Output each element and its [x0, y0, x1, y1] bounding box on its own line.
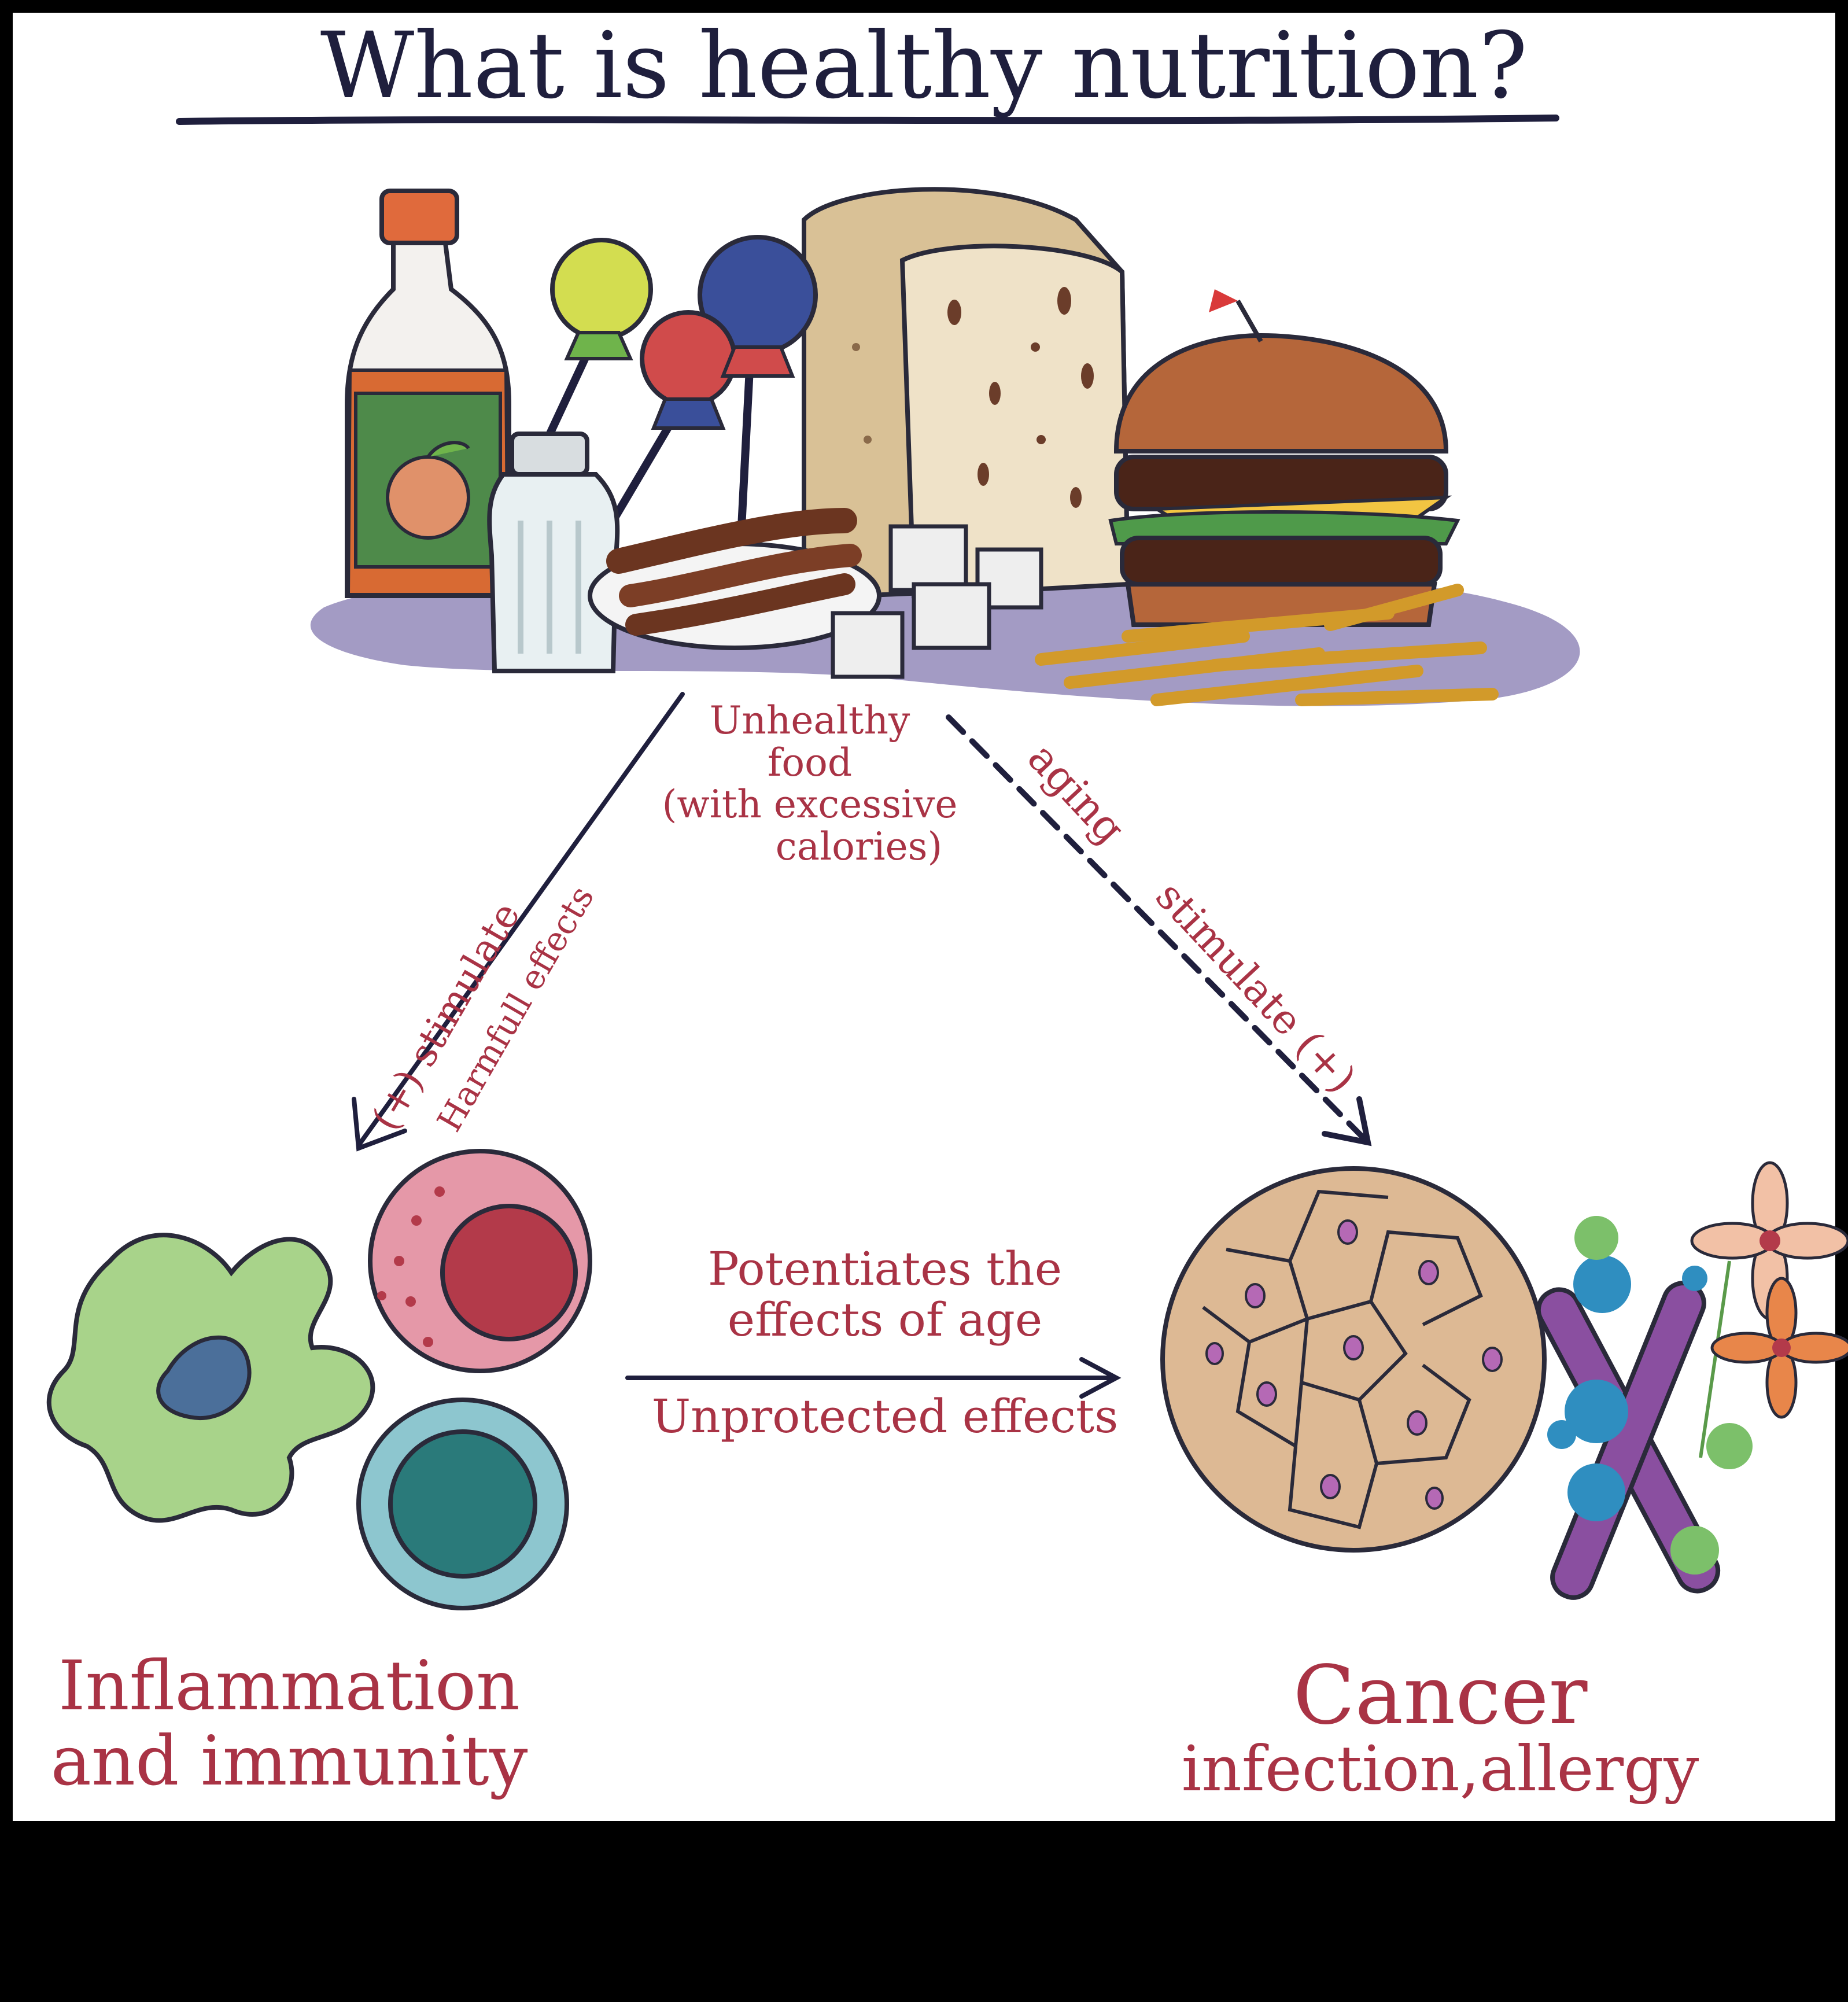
juice-bottle-icon: [345, 189, 511, 598]
fries-icon: [1035, 584, 1499, 706]
salt-shaker-icon: [487, 432, 620, 673]
burger-icon: [1108, 289, 1460, 627]
unhealthy-food-line-3: (with excessive: [662, 782, 958, 827]
right-node-title: Cancer: [1293, 1649, 1588, 1743]
t-cell-icon: [356, 1398, 569, 1610]
page-title: What is healthy nutrition?: [320, 13, 1528, 119]
unhealthy-food-line-1: Unhealthy: [709, 698, 910, 743]
tumor-cells-icon: [1160, 1166, 1547, 1553]
sugar-cubes-icon: [831, 524, 1043, 679]
microbes-icon: [1547, 1216, 1753, 1575]
food-group: [310, 187, 1580, 706]
center-arrow: [625, 1357, 1122, 1399]
right-arrow: [946, 714, 1372, 1146]
center-top-label: Potentiates the effects of age: [625, 1244, 1145, 1345]
center-bottom-label: Unprotected effects: [651, 1389, 1119, 1443]
title-underline: [176, 115, 1559, 125]
left-arrow: [352, 692, 685, 1152]
unhealthy-food-line-2: food: [767, 740, 853, 785]
flower-icon: [1690, 1161, 1848, 1458]
sausages-plate-icon: [588, 508, 881, 650]
center-top-line-2: effects of age: [727, 1293, 1043, 1347]
center-top-line-1: Potentiates the: [707, 1242, 1063, 1296]
unhealthy-food-line-4: calories): [775, 824, 943, 869]
left-node-line-1: Inflammation: [58, 1646, 520, 1726]
left-node-label: Inflammation and immunity: [23, 1646, 555, 1801]
bread-loaf-icon: [802, 187, 1131, 599]
immune-cell-icon: [368, 1149, 592, 1373]
right-node-subtitle: infection,allergy: [1181, 1733, 1699, 1805]
left-node-line-2: and immunity: [50, 1720, 528, 1801]
macrophage-cell-icon: [46, 1233, 375, 1523]
unhealthy-food-label: Unhealthy food (with excessive calories): [659, 698, 960, 869]
